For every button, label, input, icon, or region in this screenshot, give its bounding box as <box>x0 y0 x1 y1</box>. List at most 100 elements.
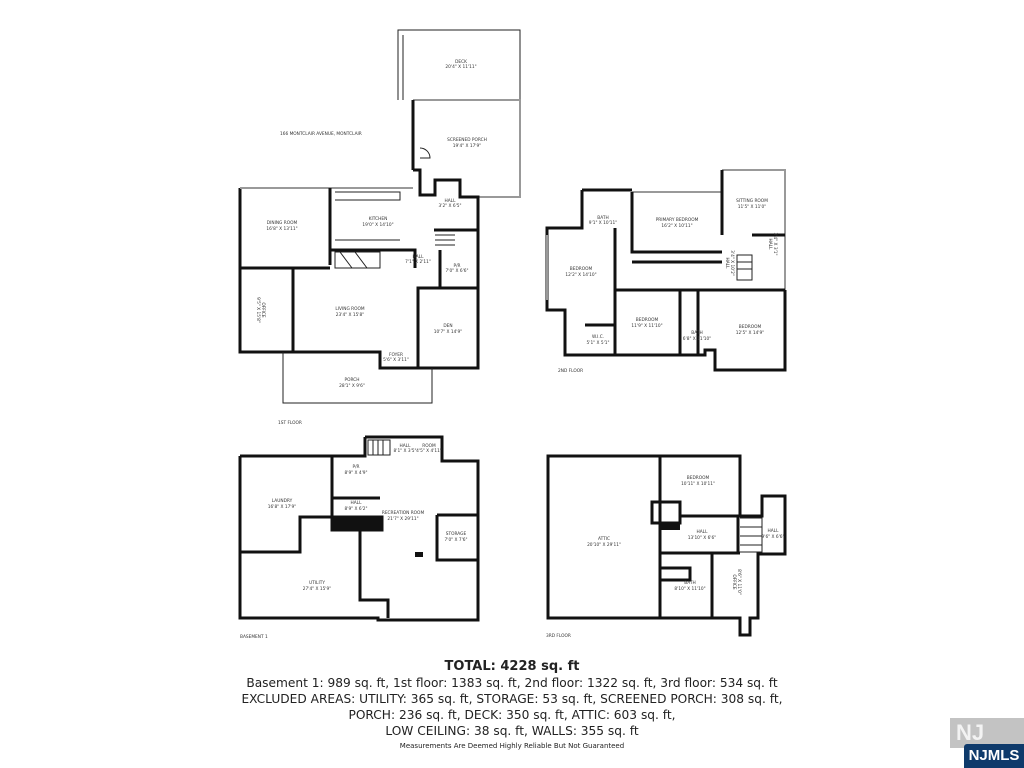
area-line: Basement 1: 989 sq. ft, 1st floor: 1383 … <box>246 676 778 690</box>
area-line: PORCH: 236 sq. ft, DECK: 350 sq. ft, ATT… <box>348 708 676 722</box>
room-label-bath: BATH <box>684 580 695 586</box>
njmls-logo: NJ NJMLS <box>928 716 1024 768</box>
room-label-bedroom: BEDROOM <box>636 317 659 323</box>
room-label-hall: HALL <box>445 198 457 204</box>
room-label-office: OFFICE <box>260 302 266 318</box>
room-label-hall: HALL <box>767 239 773 251</box>
address-label: 166 MONTCLAIR AVENUE, MONTCLAIR <box>280 131 362 137</box>
room-label-foyer: FOYER <box>389 352 403 358</box>
door-icon <box>419 147 431 159</box>
room-dims-porch: 28'1" X 9'6" <box>339 383 365 389</box>
room-label-recreation-room: RECREATION ROOM <box>382 510 425 516</box>
room-dims-den: 10'7" X 14'9" <box>434 329 462 335</box>
room-dims-storage: 7'0" X 7'6" <box>445 537 468 543</box>
room-dims-bedroom: 11'9" X 11'10" <box>631 323 662 329</box>
room-label-dining-room: DINING ROOM <box>267 220 298 226</box>
second-floor-plan: BATH 9'1" X 10'11" PRIMARY BEDROOM 16'2"… <box>545 169 787 374</box>
room-label-hall: HALL <box>768 528 780 534</box>
column-icon <box>415 552 423 557</box>
room-label-hall: HALL <box>697 529 709 535</box>
room-dims-office: 9'5" X 15'8" <box>255 297 261 323</box>
room-dims-laundry: 16'8" X 17'9" <box>268 504 296 510</box>
room-label-storage: STORAGE <box>446 531 467 537</box>
first-floor-plan: DECK 20'4" X 11'11" SCREENED PORCH 19'4"… <box>238 29 521 426</box>
room-dims-screened-porch: 19'4" X 17'9" <box>453 143 481 149</box>
logo-watermark: NJ <box>950 718 1024 748</box>
room-label-bedroom: BEDROOM <box>570 266 593 272</box>
stairs-icon <box>435 234 455 246</box>
room-label-bedroom: BEDROOM <box>687 475 710 481</box>
stairs-icon <box>740 517 763 553</box>
deck-outline <box>397 29 521 100</box>
room-label-sitting-room: SITTING ROOM <box>736 198 768 204</box>
room-dims-deck: 20'4" X 11'11" <box>445 64 476 70</box>
kitchen-counter <box>335 191 401 241</box>
room-dims-kitchen: 19'0" X 14'10" <box>362 222 393 228</box>
room-label-bath: BATH <box>691 330 702 336</box>
stairs-icon <box>736 254 753 281</box>
room-label-hall: HALL <box>413 254 425 260</box>
room-dims-bath: 9'1" X 10'11" <box>589 220 617 226</box>
room-label-hall: HALL <box>400 443 412 449</box>
room-dims-bedroom: 10'11" X 10'11" <box>681 481 715 487</box>
room-label-powder-room: P/R <box>352 464 359 470</box>
room-dims-powder-room: 7'0" X 6'6" <box>446 268 469 274</box>
room-label-porch: PORCH <box>345 377 360 383</box>
total-area: TOTAL: 4228 sq. ft <box>444 659 580 674</box>
room-dims-bedroom: 12'5" X 14'9" <box>736 330 764 336</box>
room-label-room: ROOM <box>422 443 436 449</box>
room-label-laundry: LAUNDRY <box>272 498 293 504</box>
room-label-hall: HALL <box>351 500 363 506</box>
floor-label-2nd: 2ND FLOOR <box>558 368 583 374</box>
room-dims-attic: 20'10" X 29'11" <box>587 542 621 548</box>
room-dims-hall: 8'9" X 6'2" <box>345 506 368 512</box>
disclaimer: Measurements Are Deemed Highly Reliable … <box>399 742 625 750</box>
room-dims-hall: 13'10" X 6'6" <box>688 535 716 541</box>
room-dims-foyer: 5'6" X 3'11" <box>383 357 409 363</box>
room-label-office: OFFICE <box>731 574 737 590</box>
floor-label-1st: 1ST FLOOR <box>278 420 302 426</box>
third-floor-plan: BEDROOM 10'11" X 10'11" ATTIC 20'10" X 2… <box>546 454 787 639</box>
room-dims-living-room: 23'4" X 15'8" <box>336 312 364 318</box>
room-label-bath: BATH <box>597 215 608 221</box>
logo-badge: NJMLS <box>964 744 1024 768</box>
room-label-living-room: LIVING ROOM <box>335 306 365 312</box>
fireplace-icon <box>334 251 381 269</box>
room-label-bedroom: BEDROOM <box>739 324 762 330</box>
room-dims-recreation-room: 21'7" X 29'11" <box>387 516 418 522</box>
room-dims-hall: 9'6" X 6'6" <box>762 534 785 540</box>
room-label-primary-bedroom: PRIMARY BEDROOM <box>656 217 699 223</box>
room-dims-utility: 27'4" X 15'9" <box>303 586 331 592</box>
floor-label-basement: BASEMENT 1 <box>240 634 268 640</box>
room-label-deck: DECK <box>455 59 467 65</box>
room-label-hall: HALL <box>724 258 730 270</box>
room-label-kitchen: KITCHEN <box>369 216 388 222</box>
room-label-walk-in-closet: W.I.C. <box>592 334 604 340</box>
area-line: LOW CEILING: 38 sq. ft, WALLS: 355 sq. f… <box>385 724 639 738</box>
floor-label-3rd: 3RD FLOOR <box>546 633 571 639</box>
room-dims-dining-room: 16'8" X 13'11" <box>266 226 297 232</box>
room-dims-bath: 6'8" X 11'10" <box>683 336 711 342</box>
room-label-utility: UTILITY <box>309 580 325 586</box>
room-label-attic: ATTIC <box>598 536 610 542</box>
stairs-icon <box>367 439 391 456</box>
room-label-screened-porch: SCREENED PORCH <box>447 137 487 143</box>
room-dims-hall: 3'4" X 10'2" <box>729 250 735 276</box>
room-dims-bedroom: 12'2" X 14'10" <box>565 272 596 278</box>
room-dims-primary-bedroom: 16'2" X 10'11" <box>661 223 692 229</box>
room-dims-hall: 8'1" X 3'5" <box>394 448 417 454</box>
porch-outline <box>282 352 433 404</box>
room-dims-hall: 7'1" X 2'11" <box>405 259 431 265</box>
low-ceiling-area <box>332 517 382 530</box>
room-dims-sitting-room: 11'5" X 11'0" <box>738 204 766 210</box>
room-label-powder-room: P/R <box>453 263 460 269</box>
room-dims-office: 8'6" X 11'0" <box>736 569 742 595</box>
basement-plan: HALL 8'1" X 3'5" ROOM 4'5" X 4'11" P/R 8… <box>238 435 480 640</box>
room-dims-room: 4'5" X 4'11" <box>416 448 442 454</box>
room-dims-powder-room: 8'9" X 4'9" <box>345 470 368 476</box>
room-dims-hall: 3'2" X 6'5" <box>439 203 462 209</box>
room-dims-hall: 3'4" X 3'1" <box>772 233 778 256</box>
room-dims-walk-in-closet: 5'1" X 5'1" <box>587 340 610 346</box>
low-ceiling-area <box>660 523 680 530</box>
room-label-den: DEN <box>443 323 452 329</box>
